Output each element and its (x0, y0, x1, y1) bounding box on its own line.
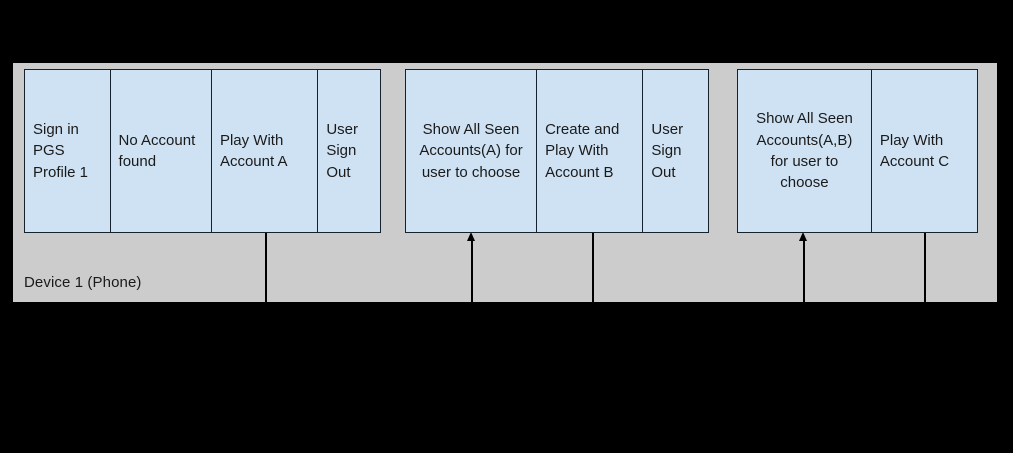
connector-drop-after-account-b (592, 233, 594, 302)
connector-arrow-into-show-accounts-a-b-head (799, 232, 808, 241)
step-label: Sign in PGS Profile 1 (33, 121, 89, 181)
step-user-sign-out-2[interactable]: User Sign Out (643, 70, 708, 232)
device-lane-label: Device 1 (Phone) (24, 274, 142, 291)
step-group-1: Sign in PGS Profile 1 No Account found P… (24, 69, 381, 233)
connector-arrow-into-show-accounts-a-head (467, 232, 476, 241)
step-sign-in-pgs-profile-1[interactable]: Sign in PGS Profile 1 (25, 70, 111, 232)
step-no-account-found[interactable]: No Account found (110, 70, 212, 232)
connector-drop-after-account-a (265, 233, 267, 302)
step-play-with-account-c[interactable]: Play With Account C (871, 70, 977, 232)
step-label: No Account found (118, 131, 196, 170)
step-label: User Sign Out (651, 121, 684, 181)
step-show-all-seen-accounts-a[interactable]: Show All Seen Accounts(A) for user to ch… (406, 70, 538, 232)
step-label: Create and Play With Account B (545, 121, 620, 181)
step-play-with-account-a[interactable]: Play With Account A (211, 70, 319, 232)
step-group-2: Show All Seen Accounts(A) for user to ch… (405, 69, 709, 233)
connector-drop-after-account-c (924, 233, 926, 302)
step-group-3: Show All Seen Accounts(A,B) for user to … (737, 69, 978, 233)
step-label: Show All Seen Accounts(A) for user to ch… (419, 121, 523, 181)
connector-arrow-into-show-accounts-a-line (471, 240, 473, 302)
connector-arrow-into-show-accounts-a-b-line (803, 240, 805, 302)
step-user-sign-out-1[interactable]: User Sign Out (318, 70, 380, 232)
step-show-all-seen-accounts-a-b[interactable]: Show All Seen Accounts(A,B) for user to … (738, 70, 872, 232)
step-label: Play With Account A (219, 131, 288, 170)
step-label: Show All Seen Accounts(A,B) for user to … (756, 110, 853, 192)
step-label: Play With Account C (879, 131, 950, 170)
step-label: User Sign Out (326, 121, 358, 181)
step-create-and-play-with-account-b[interactable]: Create and Play With Account B (537, 70, 644, 232)
